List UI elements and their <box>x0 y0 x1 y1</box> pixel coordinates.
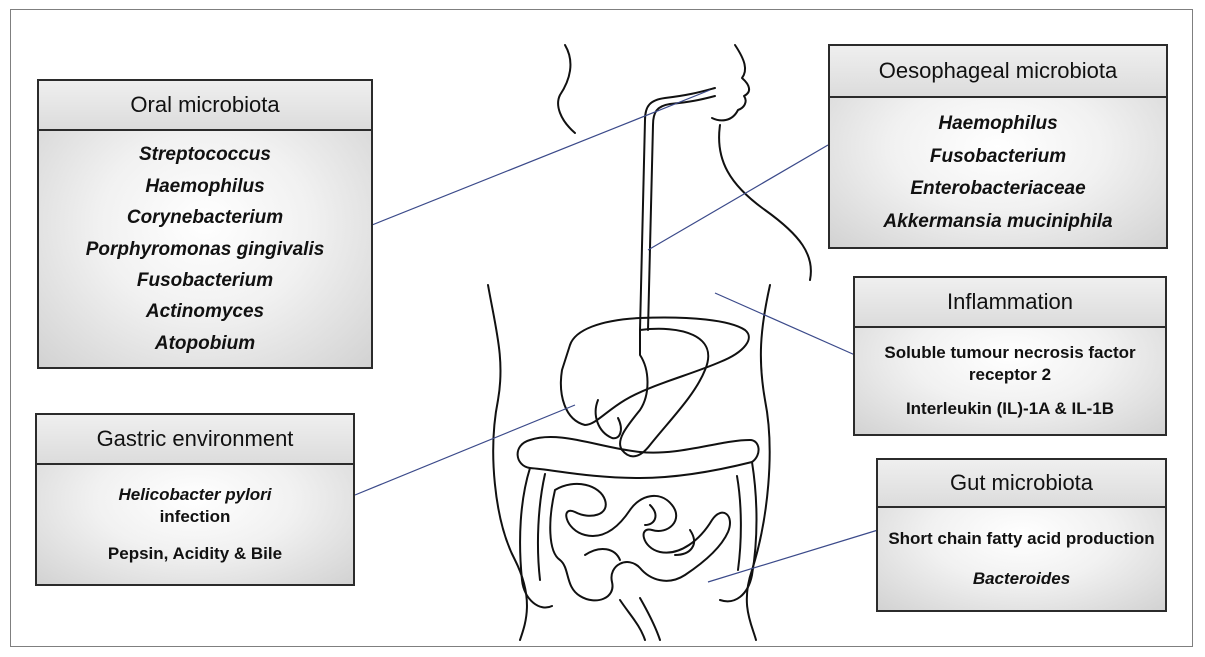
gut-microbiota-title: Gut microbiota <box>878 460 1165 508</box>
liver <box>561 318 749 426</box>
oral-item: Haemophilus <box>145 175 264 198</box>
face-profile <box>712 45 749 120</box>
oral-item: Streptococcus <box>139 143 271 166</box>
oral-item: Porphyromonas gingivalis <box>86 238 325 261</box>
gastric-item-pepsin: Pepsin, Acidity & Bile <box>108 543 282 565</box>
oesophageal-item: Enterobacteriaceae <box>910 177 1085 200</box>
connector-gut <box>708 530 878 582</box>
oesophageal-microbiota-box: Oesophageal microbiota Haemophilus Fusob… <box>828 44 1168 249</box>
infection-label: infection <box>160 507 231 526</box>
neck-front <box>719 125 811 280</box>
connector-oesophageal <box>648 145 828 250</box>
inflammation-box: Inflammation Soluble tumour necrosis fac… <box>853 276 1167 436</box>
oral-microbiota-title: Oral microbiota <box>39 81 371 131</box>
oesophageal-item: Fusobacterium <box>930 145 1066 168</box>
gastric-environment-title: Gastric environment <box>37 415 353 465</box>
oral-item: Fusobacterium <box>137 269 273 292</box>
gastric-item-infection: Helicobacter pylori infection <box>118 484 271 528</box>
oral-item: Actinomyces <box>146 300 264 323</box>
gut-item-scfa: Short chain fatty acid production <box>888 528 1154 550</box>
head-outline <box>558 45 575 133</box>
gut-microbiota-box: Gut microbiota Short chain fatty acid pr… <box>876 458 1167 612</box>
oral-microbiota-box: Oral microbiota Streptococcus Haemophilu… <box>37 79 373 369</box>
large-intestine <box>518 437 759 478</box>
inflammation-title: Inflammation <box>855 278 1165 328</box>
oesophageal-microbiota-title: Oesophageal microbiota <box>830 46 1166 98</box>
oesophageal-item: Haemophilus <box>938 112 1057 135</box>
connector-inflammation <box>715 293 855 355</box>
inflammation-item: Interleukin (IL)-1A & IL-1B <box>906 398 1114 420</box>
inflammation-item: Soluble tumour necrosis factor receptor … <box>871 342 1149 386</box>
stomach <box>620 329 708 457</box>
connector-gastric <box>355 405 575 495</box>
gut-item-bacteroides: Bacteroides <box>973 568 1070 590</box>
helicobacter-pylori-label: Helicobacter pylori <box>118 485 271 504</box>
oral-item: Atopobium <box>155 332 255 355</box>
oesophageal-item: Akkermansia muciniphila <box>883 210 1112 233</box>
gastric-environment-box: Gastric environment Helicobacter pylori … <box>35 413 355 586</box>
small-intestine <box>550 484 730 600</box>
oral-item: Corynebacterium <box>127 206 283 229</box>
connector-oral <box>372 90 710 225</box>
